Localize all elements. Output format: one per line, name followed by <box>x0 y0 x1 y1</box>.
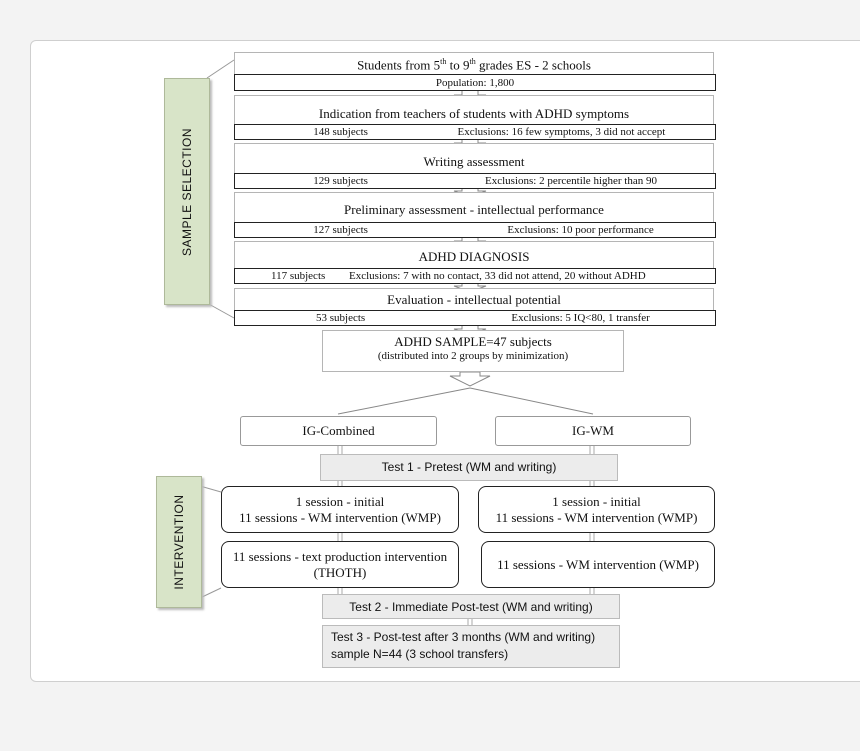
stage-title: Writing assessment <box>423 154 525 169</box>
stage-counts: 117 subjects Exclusions: 7 with no conta… <box>234 268 716 284</box>
down-arrow-7 <box>449 371 491 387</box>
intervention-combined-text-production: 11 sessions - text production interventi… <box>221 541 459 588</box>
stage-counts: 148 subjects Exclusions: 16 few symptoms… <box>234 124 716 140</box>
group-ig-combined: IG-Combined <box>240 416 437 446</box>
intervention-combined-initial: 1 session - initial 11 sessions - WM int… <box>221 486 459 533</box>
test3-followup: Test 3 - Post-test after 3 months (WM an… <box>322 625 620 668</box>
adhd-sample-box: ADHD SAMPLE=47 subjects (distributed int… <box>322 330 624 372</box>
intervention-label: INTERVENTION <box>156 476 202 608</box>
stage-preliminary-assessment: Preliminary assessment - intellectual pe… <box>234 192 716 238</box>
group-ig-wm: IG-WM <box>495 416 691 446</box>
stage-writing-assessment: Writing assessment 129 subjects Exclusio… <box>234 143 716 189</box>
stage-title: Evaluation - intellectual potential <box>387 292 561 307</box>
stage-title: ADHD DIAGNOSIS <box>418 249 530 264</box>
stage-title: Preliminary assessment - intellectual pe… <box>344 202 604 217</box>
stage-counts: 53 subjects Exclusions: 5 IQ<80, 1 trans… <box>234 310 716 326</box>
stage-title: Indication from teachers of students wit… <box>318 106 630 121</box>
test2-posttest: Test 2 - Immediate Post-test (WM and wri… <box>322 594 620 619</box>
stage-teacher-indication: Indication from teachers of students wit… <box>234 95 716 140</box>
stage-adhd-diagnosis: ADHD DIAGNOSIS 117 subjects Exclusions: … <box>234 241 716 284</box>
sample-selection-label: SAMPLE SELECTION <box>164 78 210 305</box>
stage-intellectual-potential: Evaluation - intellectual potential 53 s… <box>234 288 716 326</box>
stage-title: Students from 5th to 9th grades ES - 2 s… <box>357 57 591 73</box>
intervention-wm-initial: 1 session - initial 11 sessions - WM int… <box>478 486 715 533</box>
stage-population: Students from 5th to 9th grades ES - 2 s… <box>234 52 716 91</box>
stage-counts: 127 subjects Exclusions: 10 poor perform… <box>234 222 716 238</box>
test1-pretest: Test 1 - Pretest (WM and writing) <box>320 454 618 481</box>
stage-counts: 129 subjects Exclusions: 2 percentile hi… <box>234 173 716 189</box>
intervention-wm-sessions: 11 sessions - WM intervention (WMP) <box>481 541 715 588</box>
stage-note: Population: 1,800 <box>234 74 716 91</box>
